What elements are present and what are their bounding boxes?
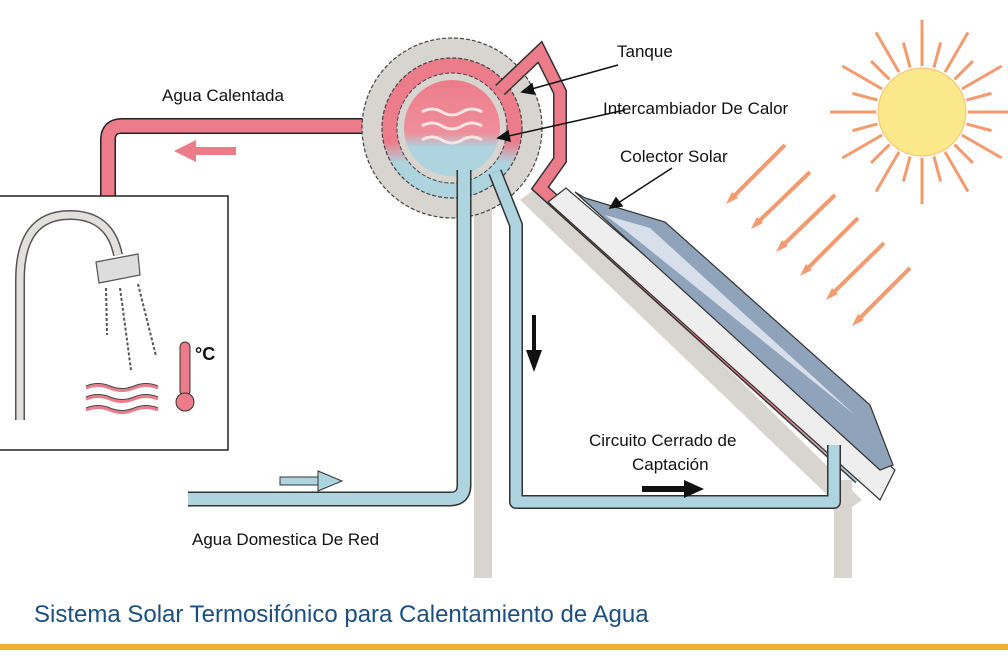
incoming-ray-head	[800, 264, 812, 276]
sun-icon	[830, 20, 1008, 204]
sun-ray	[943, 31, 970, 73]
closed-circuit-pipe	[488, 169, 841, 509]
heat-exchanger-label: Intercambiador De Calor	[603, 99, 789, 118]
incoming-ray-head	[852, 314, 864, 326]
sun-ray	[852, 91, 878, 102]
sun-ray	[966, 91, 992, 102]
mains-flow-arrow-icon	[279, 470, 344, 492]
incoming-ray	[854, 266, 912, 324]
sun-ray	[961, 64, 1003, 91]
sun-ray	[841, 64, 883, 91]
diagram-title: Sistema Solar Termosifónico para Calenta…	[34, 601, 649, 628]
sun-ray	[870, 143, 891, 164]
hot-flow-arrow-icon	[174, 140, 236, 162]
sun-ray	[932, 42, 943, 68]
shower-icon	[15, 209, 159, 420]
sun-ray	[943, 151, 970, 193]
incoming-ray-head	[776, 240, 788, 252]
sun-ray	[901, 156, 912, 182]
leader-lines	[496, 64, 673, 210]
right-flow-arrow-icon	[642, 480, 704, 498]
sun-ray	[841, 133, 883, 160]
hot-water-pipe	[100, 118, 430, 196]
incoming-ray	[728, 143, 787, 202]
sun-ray	[874, 31, 901, 73]
sun-ray	[870, 60, 891, 81]
degree-celsius-label: °C	[195, 344, 215, 364]
sun-ray	[966, 122, 992, 133]
sun-rays	[726, 143, 912, 326]
incoming-ray-head	[751, 217, 763, 229]
closed-circuit-label-1: Circuito Cerrado de	[589, 431, 736, 450]
mains-water-label: Agua Domestica De Red	[192, 530, 379, 549]
mains-water-pipe	[188, 170, 472, 507]
incoming-ray	[753, 170, 812, 227]
incoming-ray	[828, 241, 886, 298]
sun-ray	[852, 122, 878, 133]
sun-disc	[877, 67, 967, 157]
closed-circuit-label-2: Captación	[632, 455, 709, 474]
incoming-ray-head	[726, 192, 738, 204]
incoming-ray	[802, 216, 860, 274]
title-underline	[0, 644, 1008, 650]
sun-ray	[953, 60, 974, 81]
sun-ray	[932, 156, 943, 182]
sun-ray	[953, 143, 974, 164]
tank-label: Tanque	[617, 42, 673, 61]
solar-collector	[547, 187, 896, 501]
tank	[361, 37, 543, 219]
collector-label: Colector Solar	[620, 147, 728, 166]
incoming-ray-head	[826, 288, 838, 300]
sun-ray	[901, 42, 912, 68]
incoming-ray	[778, 193, 837, 250]
down-flow-arrow-icon	[526, 315, 542, 372]
sun-ray	[874, 151, 901, 193]
thermometer-icon	[175, 341, 195, 412]
hot-water-label: Agua Calentada	[162, 86, 284, 105]
sun-ray	[961, 133, 1003, 160]
